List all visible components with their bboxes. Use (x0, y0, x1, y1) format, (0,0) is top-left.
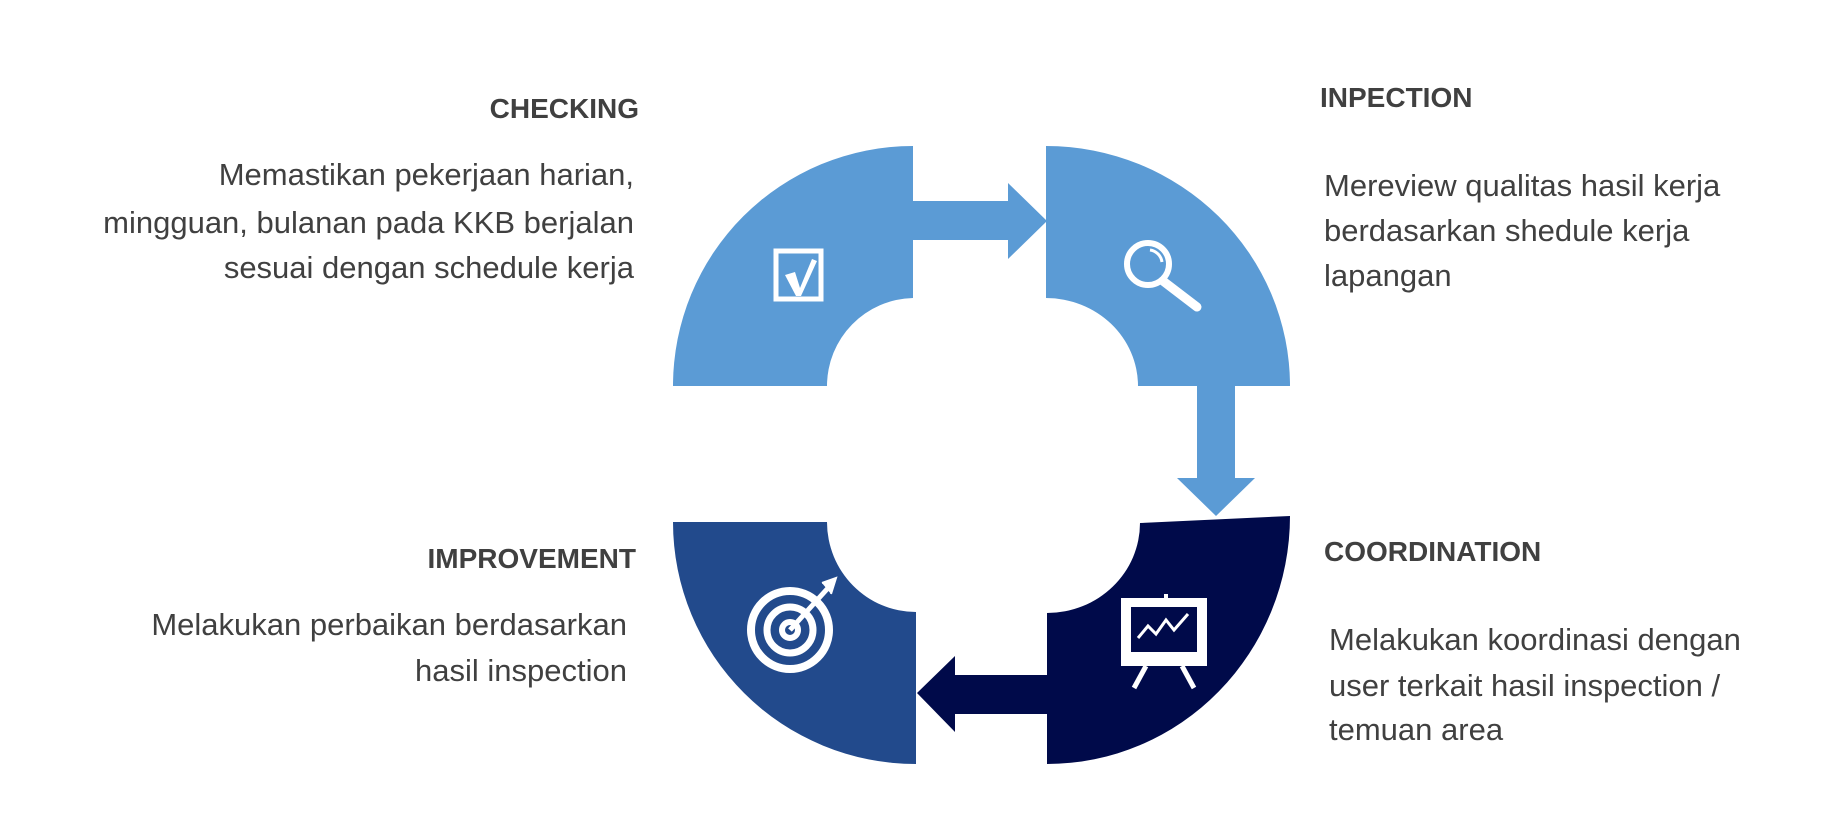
step-title: IMPROVEMENT (428, 543, 636, 574)
step-description-line: Melakukan perbaikan berdasarkan (151, 607, 627, 642)
segment-inspection (1046, 146, 1290, 516)
magnifier-icon (1124, 240, 1202, 312)
checkbox-icon (773, 248, 824, 302)
step-description-line: mingguan, bulanan pada KKB berjalan (103, 205, 634, 240)
step-description-line: temuan area (1329, 712, 1504, 747)
segment-coordination (917, 516, 1290, 764)
presentation-easel-icon (1121, 594, 1207, 690)
step-description-line: berdasarkan shedule kerja (1324, 213, 1690, 248)
step-description-line: hasil inspection (415, 653, 627, 688)
step-checking-text: CHECKING Memastikan pekerjaan harian, mi… (103, 93, 639, 285)
step-inspection-text: INPECTION Mereview qualitas hasil kerja … (1320, 82, 1721, 293)
step-description-line: Memastikan pekerjaan harian, (219, 157, 634, 192)
segment-checking (673, 146, 1047, 386)
target-arrow-icon (747, 576, 838, 673)
step-description-line: sesuai dengan schedule kerja (224, 250, 635, 285)
step-description-line: lapangan (1324, 258, 1452, 293)
segment-improvement (673, 522, 916, 764)
step-description-line: Melakukan koordinasi dengan (1329, 622, 1741, 657)
step-description-line: user terkait hasil inspection / (1329, 668, 1721, 703)
step-title: COORDINATION (1324, 536, 1541, 567)
step-coordination-text: COORDINATION Melakukan koordinasi dengan… (1324, 536, 1741, 747)
step-description-line: Mereview qualitas hasil kerja (1324, 168, 1721, 203)
step-title: CHECKING (490, 93, 639, 124)
step-title: INPECTION (1320, 82, 1472, 113)
step-improvement-text: IMPROVEMENT Melakukan perbaikan berdasar… (151, 543, 636, 688)
